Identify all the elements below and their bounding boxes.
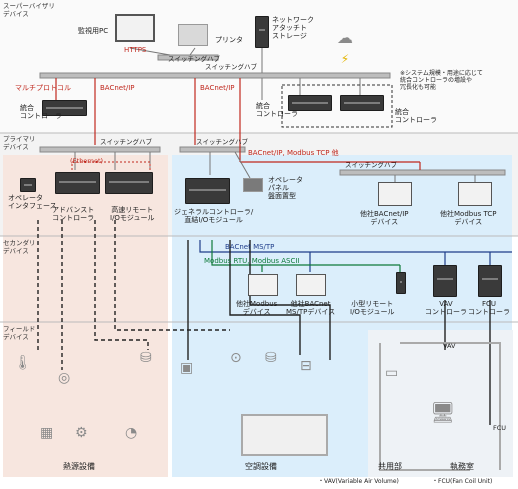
hub-label-supervisory: スイッチングハブ [205, 63, 257, 71]
other-bacnet-ip-icon [378, 182, 412, 206]
scalability-note: ※システム規模・用途に応じて 統合コントローラの増設や 冗長化も可能 [400, 70, 483, 91]
panel-display-icon: ▭ [385, 365, 399, 381]
fan-icon: ◔ [125, 425, 138, 441]
other-bacnet-mstp-icon [296, 274, 326, 296]
monitoring-pc-icon [115, 14, 155, 42]
hub-label-primary-right: スイッチングハブ [345, 161, 397, 169]
monitoring-pc-label: 監視用PC [78, 27, 109, 35]
other-modbus-tcp-icon [458, 182, 492, 206]
small-remote-io-label: 小型リモート I/Oモジュール [350, 300, 395, 317]
footnote-vav: ・VAV(Variable Air Volume) [318, 478, 399, 485]
integrated-controller-right-a-label: 統合 コントローラ [256, 102, 298, 119]
tier-secondary: セカンダリ デバイス [3, 239, 36, 255]
vav-tag: VAV [443, 342, 456, 350]
tier-supervisory: スーパーバイザリ デバイス [3, 2, 55, 18]
operator-panel-label: オペレータ パネル 盤面置型 [268, 176, 303, 201]
operator-interface-icon [20, 178, 36, 192]
bacnet-ip-modbus-label: BACnet/IP, Modbus TCP 他 [248, 149, 339, 157]
vav-controller-icon [433, 265, 457, 297]
other-bacnet-ip-label: 他社BACnet/IP デバイス [360, 210, 409, 227]
chiller-icon: ▦ [40, 425, 54, 441]
area-heat-source: 熱源設備 [63, 462, 95, 471]
integrated-controller-right-b-label: 統合 コントローラ [395, 108, 437, 125]
flow-sensor-icon: ◎ [58, 370, 71, 386]
fcu-controller-icon [478, 265, 502, 297]
fcu-controller-label: FCU コントローラ [468, 300, 510, 317]
small-remote-io-icon [396, 272, 406, 294]
general-controller-label: ジェネラルコントローラ/ 直結I/Oモジュール [174, 208, 254, 225]
operator-interface-label: オペレータ インタフェース [8, 194, 57, 211]
integrated-controller-left-label: 統合 コントローラ [20, 104, 62, 121]
nas-label: ネットワーク アタッチト ストレージ [272, 16, 314, 41]
tier-primary: プライマリ デバイス [3, 135, 36, 151]
area-air-conditioning: 空調設備 [245, 462, 277, 471]
printer-icon [178, 24, 208, 46]
fcu-tag: FCU [493, 424, 507, 432]
lightning-icon: ⚡ [340, 52, 350, 66]
nas-icon [255, 16, 269, 48]
integrated-controller-right-a-icon [288, 95, 332, 111]
other-bacnet-mstp-label: 他社BACnet MS/TPデバイス [286, 300, 336, 317]
heat-source-area [3, 155, 168, 477]
area-office: 執務室 [450, 462, 474, 471]
footnote-fcu: ・FCU(Fan Coil Unit) [432, 478, 493, 485]
https-label: HTTPS [124, 46, 147, 54]
hub-label-primary-mid: スイッチングハブ [196, 138, 248, 146]
hub-primary-right [339, 169, 506, 176]
printer-label: プリンタ [215, 36, 243, 44]
integrated-controller-right-b-icon [340, 95, 384, 111]
area-common: 共用部 [378, 462, 402, 471]
hub-supervisory [39, 72, 391, 79]
highspeed-remote-io-label: 高速リモート I/Oモジュール [110, 206, 155, 223]
tier-field: フィールド デバイス [3, 325, 36, 341]
office-area [368, 330, 513, 477]
integrated-controller-left-icon [42, 100, 87, 116]
other-modbus-tcp-label: 他社Modbus TCP デバイス [440, 210, 497, 227]
office-worker-icon: 🖥 [430, 400, 456, 424]
hub-primary-mid [179, 146, 246, 153]
vav-controller-label: VAV コントローラ [425, 300, 467, 317]
bacnet-ip-label-left: BACnet/IP [100, 84, 135, 92]
advanced-controller-label: アドバンスト コントローラ [52, 206, 95, 223]
multiprotocol-label: マルチプロトコル [15, 84, 71, 92]
hub-label-top-left: スイッチングハブ [168, 55, 220, 63]
damper-actuator-icon: ⊟ [300, 358, 312, 374]
flowmeter-icon: ⊙ [230, 350, 242, 366]
other-modbus-label: 他社Modbus デバイス [236, 300, 278, 317]
ethernet-label: (Ethernet) [70, 157, 104, 165]
control-valve-icon: ⛁ [265, 350, 277, 366]
modbus-rtu-label: Modbus RTU, Modbus ASCII [204, 257, 300, 265]
bacnet-mstp-label: BACnet MS/TP [225, 243, 275, 251]
hub-label-primary-left: スイッチングハブ [100, 138, 152, 146]
hub-top-left [157, 54, 219, 61]
advanced-controller-icon [55, 172, 100, 194]
hub-primary-left [39, 146, 161, 153]
other-modbus-icon [248, 274, 278, 296]
cloud-icon: ☁ [337, 28, 353, 47]
general-controller-icon [185, 178, 230, 204]
bacnet-ip-label-right: BACnet/IP [200, 84, 235, 92]
actuator-icon: ▣ [180, 360, 194, 376]
operator-panel-icon [243, 178, 263, 192]
temperature-sensor-icon: 🌡 [14, 355, 32, 371]
highspeed-remote-io-icon [105, 172, 153, 194]
pump-icon: ⚙ [75, 425, 88, 441]
valve-icon: ⛁ [140, 350, 152, 366]
